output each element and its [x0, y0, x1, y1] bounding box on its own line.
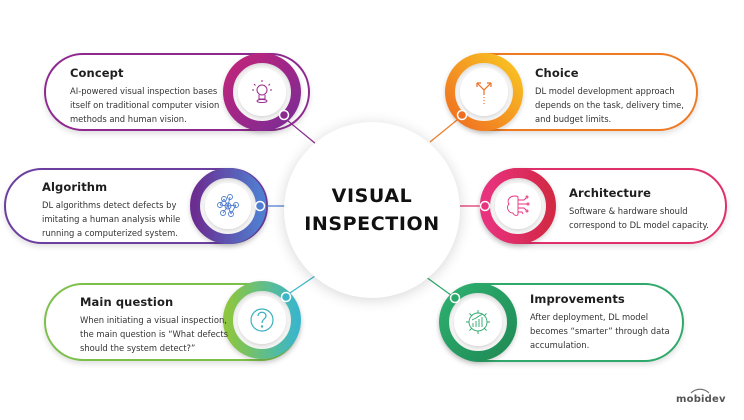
algorithm-text: Algorithm DL algorithms detect defects b… — [42, 180, 180, 240]
algorithm-line-1: DL algorithms detect defects by — [42, 200, 177, 210]
mobidev-logo: mobidev — [676, 388, 726, 405]
algorithm-line-2: imitating a human analysis while — [42, 214, 181, 224]
architecture-title: Architecture — [569, 186, 651, 200]
architecture-line-2: correspond to DL model capacity. — [569, 220, 709, 230]
logo-text: mobidev — [676, 394, 726, 405]
circuit-brain-icon — [507, 195, 530, 216]
improvements-line-3: accumulation. — [530, 340, 590, 350]
architecture-line-1: Software & hardware should — [569, 206, 688, 216]
fork-arrows-icon — [476, 82, 492, 104]
algorithm-line-3: running a computerized system. — [42, 228, 178, 238]
main-question-text: Main question When initiating a visual i… — [80, 295, 228, 355]
improvements-title: Improvements — [530, 292, 625, 306]
main-question-title: Main question — [80, 295, 174, 309]
concept-text: Concept AI-powered visual inspection bas… — [70, 66, 219, 126]
main-question-line-3: should the system detect?” — [80, 343, 196, 353]
ring-architecture — [479, 168, 556, 244]
main-question-line-2: the main question is “What defects — [80, 329, 229, 339]
concept-line-3: methods and human vision. — [70, 114, 187, 124]
center-circle: VISUAL INSPECTION — [284, 122, 460, 298]
choice-title: Choice — [535, 66, 579, 80]
choice-text: Choice DL model development approach dep… — [535, 66, 684, 126]
choice-line-2: depends on the task, delivery time, — [535, 100, 684, 110]
concept-line-2: itself on traditional computer vision — [70, 100, 220, 110]
choice-line-3: and budget limits. — [535, 114, 612, 124]
center-title-line2: INSPECTION — [304, 213, 440, 235]
improvements-line-1: After deployment, DL model — [530, 312, 649, 322]
architecture-text: Architecture Software & hardware should … — [569, 186, 709, 232]
algorithm-title: Algorithm — [42, 180, 108, 194]
ring-main-question — [223, 281, 301, 359]
gear-chart-icon — [466, 310, 490, 334]
improvements-line-2: becomes “smarter” through data — [530, 326, 670, 336]
ring-improvements — [439, 283, 517, 361]
concept-title: Concept — [70, 66, 124, 80]
main-question-line-1: When initiating a visual inspection, — [80, 315, 227, 325]
concept-line-1: AI-powered visual inspection bases — [70, 86, 218, 96]
improvements-text: Improvements After deployment, DL model … — [530, 292, 670, 352]
question-mark-icon — [250, 308, 274, 332]
logo-wave-icon — [690, 388, 710, 394]
lightbulb-icon — [252, 80, 272, 103]
connector-choice — [429, 115, 463, 143]
choice-line-1: DL model development approach — [535, 86, 675, 96]
neural-network-icon — [217, 194, 239, 217]
connector-improvements — [425, 276, 456, 299]
ring-concept — [223, 53, 301, 131]
center-title-line1: VISUAL — [331, 185, 413, 207]
card-improvements — [440, 283, 684, 362]
